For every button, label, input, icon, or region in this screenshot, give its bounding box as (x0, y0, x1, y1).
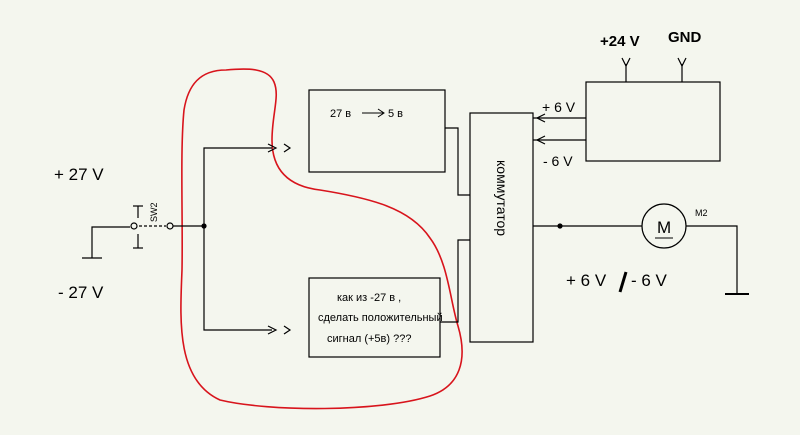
converter-input-label: 27 в (330, 108, 351, 120)
output-plus-6v: + 6 V (566, 271, 607, 290)
arrow-right-icon (362, 108, 385, 118)
label-plus-6v-supply: + 6 V (542, 99, 576, 115)
commutator-block[interactable] (469, 112, 534, 343)
label-plus-24v: +24 V (600, 33, 640, 50)
label-plus-27v: + 27 V (54, 165, 104, 184)
motor-ref: M2 (695, 208, 708, 218)
question-line-3: сигнал (+5в) ??? (327, 333, 411, 345)
left-ground-icon (82, 226, 130, 259)
converter-output-label: 5 в (388, 108, 403, 120)
motor-junction-dot (557, 223, 563, 229)
motor-letter: M (657, 218, 671, 237)
supply-arrow-icons (535, 113, 546, 145)
red-annotation-outline (180, 68, 463, 410)
label-minus-6v-supply: - 6 V (543, 153, 573, 169)
main-wires (173, 64, 738, 331)
label-sw2: SW2 (149, 202, 159, 222)
output-minus-6v: - 6 V (631, 271, 668, 290)
question-line-1: как из -27 в , (337, 292, 401, 304)
label-minus-27v: - 27 V (58, 283, 104, 302)
signal-arrow-icon (267, 143, 292, 335)
motor-icon[interactable] (641, 203, 687, 249)
converter-block[interactable] (308, 89, 446, 173)
power-supply-block[interactable] (585, 81, 721, 162)
terminal-fork-icon (621, 57, 687, 68)
output-separator-slash (618, 271, 628, 293)
commutator-label: коммутатор (494, 160, 510, 236)
question-block[interactable] (308, 277, 441, 358)
label-gnd: GND (668, 29, 702, 46)
question-line-2: сделать положительный (318, 312, 443, 324)
junction-dot (201, 223, 207, 229)
